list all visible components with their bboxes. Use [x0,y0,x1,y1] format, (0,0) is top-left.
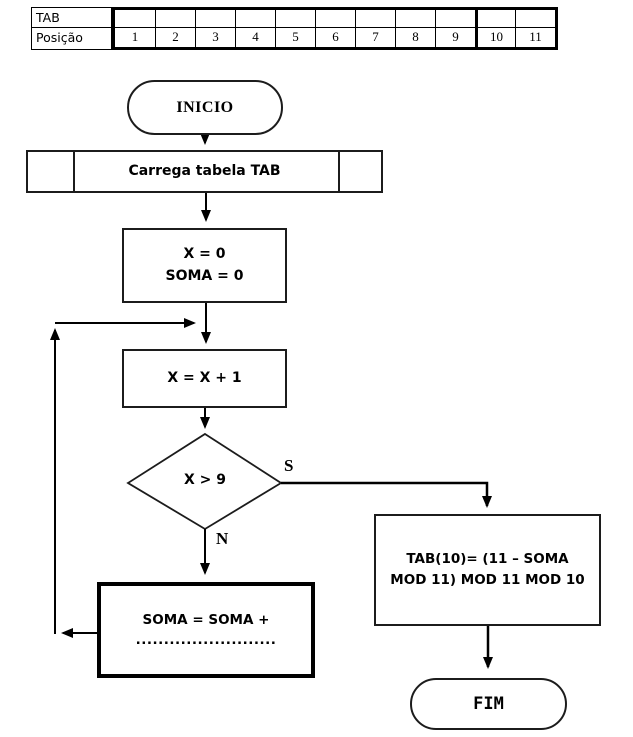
sum-line2: ......................... [135,632,277,648]
end-label: FIM [473,694,504,714]
calc-process: TAB(10)= (11 – SOMA MOD 11) MOD 11 MOD 1… [374,514,601,626]
branch-yes-label: S [284,456,294,475]
table-column-4: 4 [235,10,275,47]
position-cell: 5 [292,29,299,44]
increment-process: X = X + 1 [122,349,287,408]
calc-line2: MOD 11) MOD 11 MOD 10 [390,572,585,588]
position-cell: 9 [452,29,459,44]
tab-value-cell [276,10,315,28]
table-label-tab: TAB [32,8,111,28]
table-column-5: 5 [275,10,315,47]
table-column-10: 10 [475,10,515,47]
tab-value-cell [196,10,235,28]
tab-value-cell [316,10,355,28]
table-column-6: 6 [315,10,355,47]
position-cell: 4 [252,29,259,44]
sum-process: SOMA = SOMA + ......................... [97,582,315,678]
decision-label: X > 9 [183,472,226,488]
position-cell: 2 [172,29,179,44]
table-column-3: 3 [195,10,235,47]
tab-value-cell [156,10,195,28]
position-cell: 3 [212,29,219,44]
init-line2: SOMA = 0 [165,267,244,284]
table-column-11: 11 [515,10,555,47]
load-label: Carrega tabela TAB [128,162,281,179]
table-column-1: 1 [115,10,155,47]
position-cell: 6 [332,29,339,44]
tab-table: TAB Posição 1 2 3 4 5 [31,7,558,50]
init-process: X = 0 SOMA = 0 [122,228,287,303]
increment-label: X = X + 1 [167,369,242,386]
predefined-right-bar [338,152,340,191]
tab-value-cell [356,10,395,28]
position-cell: 7 [372,29,379,44]
load-table-predefined-process: Carrega tabela TAB [26,150,383,193]
tab-value-cell [436,10,475,28]
tab-value-cell [478,10,515,28]
start-terminator: INICIO [127,80,283,135]
table-column-8: 8 [395,10,435,47]
branch-no-label: N [216,529,229,548]
table-column-9: 9 [435,10,475,47]
predefined-left-bar [73,152,75,191]
end-terminator: FIM [410,678,567,730]
calc-line1: TAB(10)= (11 – SOMA [406,551,569,568]
table-label-column: TAB Posição [31,7,112,50]
position-cell: 11 [529,29,542,44]
position-cell: 1 [131,29,139,44]
table-data-block: 1 2 3 4 5 6 7 [112,7,558,50]
sum-line1: SOMA = SOMA + [142,611,270,628]
table-column-2: 2 [155,10,195,47]
tab-value-cell [115,10,155,28]
tab-value-cell [516,10,555,28]
init-line1: X = 0 [183,245,226,262]
position-cell: 8 [412,29,419,44]
table-label-posicao: Posição [36,30,83,45]
position-cell: 10 [490,29,503,44]
tab-value-cell [396,10,435,28]
table-column-7: 7 [355,10,395,47]
start-label: INICIO [176,98,234,116]
tab-value-cell [236,10,275,28]
